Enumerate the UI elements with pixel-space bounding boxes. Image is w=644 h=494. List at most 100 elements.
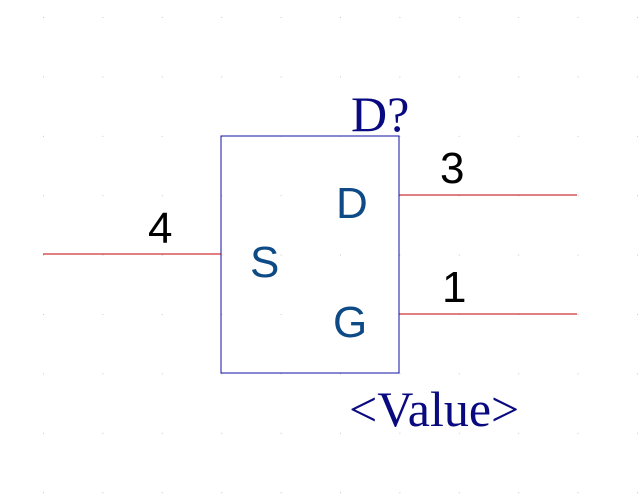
grid-dot — [280, 195, 282, 197]
pin-label-source: S — [250, 238, 279, 287]
grid-dot — [43, 135, 44, 137]
grid-dot — [102, 135, 104, 137]
grid-dot — [637, 492, 638, 494]
grid-dot — [577, 432, 579, 434]
grid-dot — [399, 195, 401, 197]
grid-dot — [399, 76, 401, 78]
component-value[interactable]: <Value> — [349, 381, 519, 437]
grid-dot — [43, 195, 44, 197]
grid-dot — [458, 17, 460, 18]
grid-dot — [458, 195, 460, 197]
grid-dot — [221, 492, 223, 494]
grid-dot — [340, 254, 341, 256]
grid-dot — [518, 195, 520, 197]
grid-dot — [637, 135, 638, 137]
grid-dot — [280, 432, 282, 434]
grid-dot — [102, 76, 104, 78]
grid-dot — [458, 76, 460, 78]
pin-label-gate: G — [333, 298, 367, 347]
grid-dot — [399, 432, 401, 434]
grid-dot — [43, 76, 44, 78]
grid-dot — [637, 432, 638, 434]
grid-dot — [43, 17, 44, 18]
grid-dot — [280, 492, 282, 494]
grid-dot — [43, 314, 44, 315]
grid-dot — [102, 432, 104, 434]
grid-dot — [340, 492, 341, 494]
grid-dot — [161, 254, 163, 256]
grid-dots — [43, 17, 638, 494]
grid-dot — [458, 432, 460, 434]
grid-dot — [399, 373, 401, 375]
pin-label-drain: D — [336, 179, 368, 228]
grid-dot — [221, 432, 223, 434]
grid-dot — [518, 135, 520, 137]
grid-dot — [221, 17, 223, 18]
grid-dot — [577, 314, 579, 315]
grid-dot — [399, 17, 401, 18]
grid-dot — [518, 254, 520, 256]
grid-dot — [577, 17, 579, 18]
grid-dot — [637, 17, 638, 18]
grid-dot — [280, 76, 282, 78]
grid-dot — [102, 195, 104, 197]
grid-dot — [577, 135, 579, 137]
grid-dot — [577, 492, 579, 494]
grid-dot — [637, 76, 638, 78]
grid-dot — [161, 314, 163, 315]
pin-number-drain: 3 — [440, 144, 464, 193]
grid-dot — [518, 432, 520, 434]
grid-dot — [102, 17, 104, 18]
pin-number-source: 4 — [148, 204, 172, 253]
grid-dot — [399, 254, 401, 256]
grid-dot — [458, 373, 460, 375]
grid-dot — [221, 373, 223, 375]
grid-dot — [340, 373, 341, 375]
grid-dot — [399, 492, 401, 494]
grid-dot — [637, 314, 638, 315]
grid-dot — [161, 432, 163, 434]
grid-dot — [340, 314, 341, 315]
grid-dot — [340, 17, 341, 18]
grid-dot — [280, 314, 282, 315]
grid-dot — [161, 17, 163, 18]
grid-dot — [43, 373, 44, 375]
grid-dot — [577, 76, 579, 78]
pin-number-gate: 1 — [442, 263, 466, 312]
grid-dot — [161, 373, 163, 375]
grid-dot — [161, 195, 163, 197]
component-designator[interactable]: D? — [351, 86, 409, 142]
grid-dot — [102, 254, 104, 256]
grid-dot — [637, 254, 638, 256]
grid-dot — [102, 314, 104, 315]
grid-dot — [161, 135, 163, 137]
grid-dot — [458, 254, 460, 256]
grid-dot — [340, 195, 341, 197]
grid-dot — [221, 254, 223, 256]
grid-dot — [221, 76, 223, 78]
grid-dot — [161, 492, 163, 494]
grid-dot — [577, 254, 579, 256]
grid-dot — [399, 135, 401, 137]
grid-dot — [221, 195, 223, 197]
grid-dot — [577, 373, 579, 375]
grid-dot — [577, 195, 579, 197]
grid-dot — [458, 135, 460, 137]
grid-dot — [518, 373, 520, 375]
grid-dot — [102, 492, 104, 494]
grid-dot — [43, 492, 44, 494]
grid-dot — [518, 17, 520, 18]
grid-dot — [102, 373, 104, 375]
grid-dot — [518, 492, 520, 494]
grid-dot — [518, 76, 520, 78]
grid-dot — [340, 76, 341, 78]
grid-dot — [340, 432, 341, 434]
grid-dot — [43, 432, 44, 434]
grid-dot — [637, 195, 638, 197]
grid-dot — [280, 17, 282, 18]
grid-dot — [637, 373, 638, 375]
grid-dot — [221, 314, 223, 315]
grid-dot — [161, 76, 163, 78]
